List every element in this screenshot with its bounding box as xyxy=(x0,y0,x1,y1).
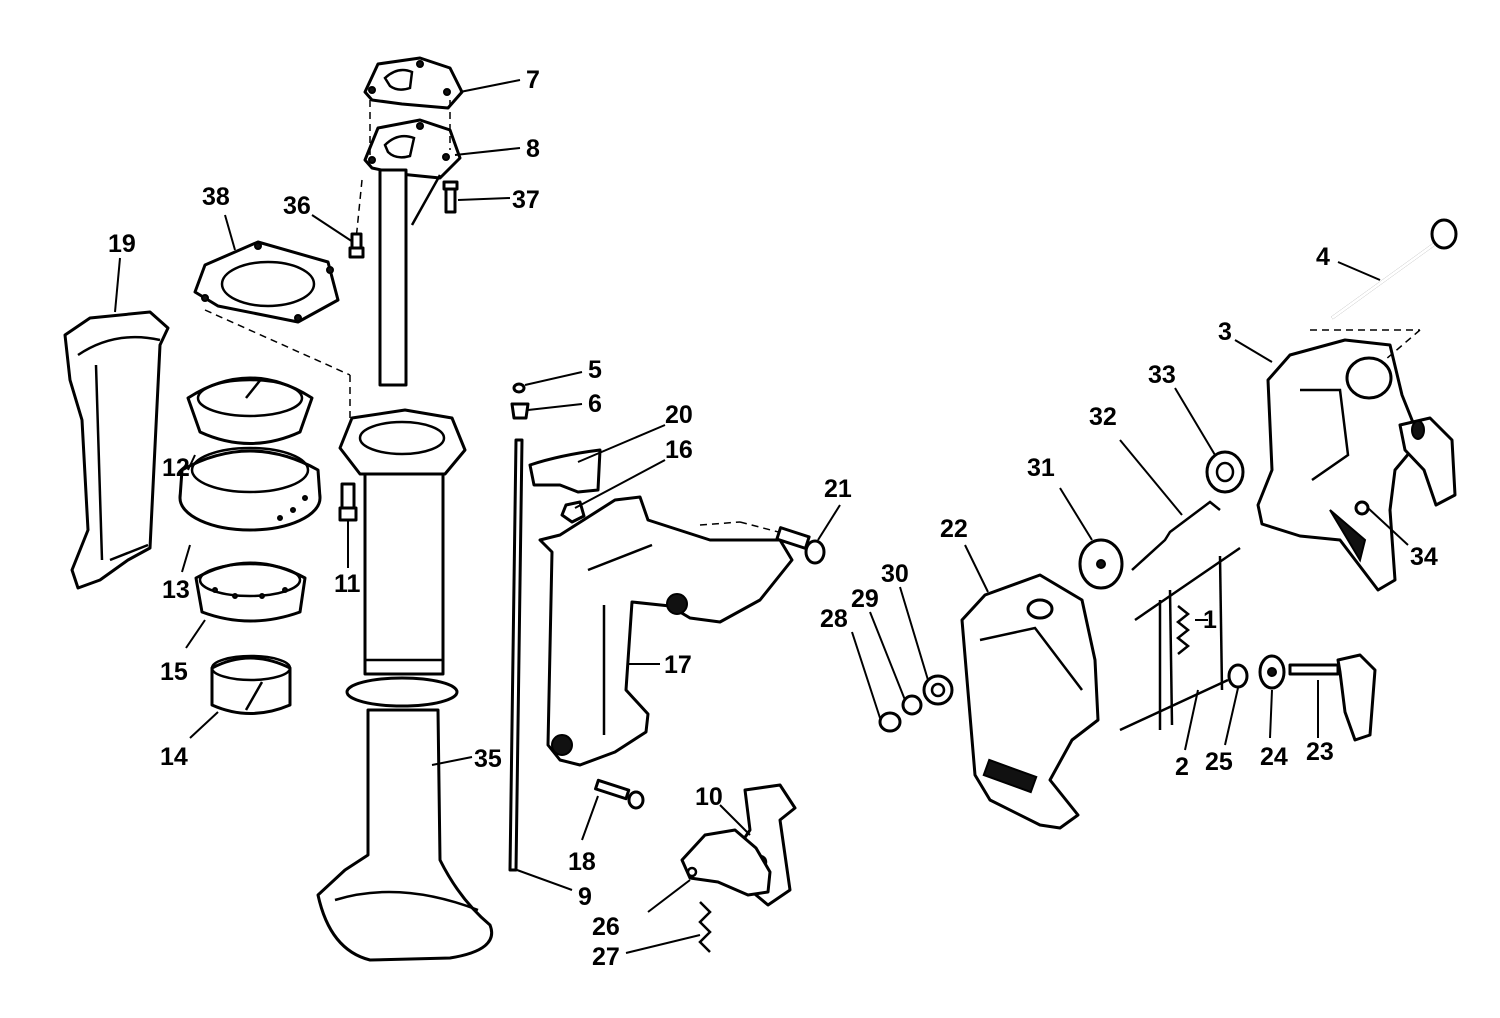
leader-lines xyxy=(114,79,1409,954)
part-29-washer xyxy=(901,694,923,716)
callout-3: 3 xyxy=(1218,318,1232,346)
part-3-clamp-bracket xyxy=(1256,338,1457,592)
part-24-washer xyxy=(1258,654,1286,690)
part-17-swivel-bracket xyxy=(538,495,794,767)
callout-7: 7 xyxy=(526,66,540,94)
callout-31: 31 xyxy=(1027,454,1055,482)
part-6-fitting xyxy=(510,402,530,420)
callout-10: 10 xyxy=(695,783,723,811)
part-14-bushing xyxy=(210,654,292,715)
callout-1: 1 xyxy=(1203,606,1217,634)
callout-14: 14 xyxy=(160,743,188,771)
callout-23: 23 xyxy=(1306,738,1334,766)
part-26-bracket xyxy=(680,828,772,897)
part-9-rod xyxy=(508,438,524,872)
callout-37: 37 xyxy=(512,186,540,214)
part-4-pin xyxy=(1331,218,1458,320)
callout-2: 2 xyxy=(1175,753,1189,781)
callout-5: 5 xyxy=(588,356,602,384)
callout-17: 17 xyxy=(664,651,692,679)
callout-38: 38 xyxy=(202,183,230,211)
part-28-nut xyxy=(878,711,902,733)
callout-25: 25 xyxy=(1205,748,1233,776)
part-23-screw-clamp xyxy=(1288,653,1377,742)
part-2-frame xyxy=(1119,546,1241,732)
callout-6: 6 xyxy=(588,390,602,418)
callout-35: 35 xyxy=(474,745,502,773)
part-31-disc xyxy=(1078,538,1124,590)
callout-24: 24 xyxy=(1260,743,1288,771)
callout-20: 20 xyxy=(665,401,693,429)
part-27-spring xyxy=(698,901,712,953)
callout-4: 4 xyxy=(1316,243,1330,271)
callout-22: 22 xyxy=(940,515,968,543)
callout-12: 12 xyxy=(162,454,190,482)
callout-21: 21 xyxy=(824,475,852,503)
part-8-plate xyxy=(363,118,462,180)
part-37-screw xyxy=(442,180,459,214)
part-21-bolt xyxy=(775,526,826,565)
callout-32: 32 xyxy=(1089,403,1117,431)
callout-19: 19 xyxy=(108,230,136,258)
part-36-screw xyxy=(348,232,365,259)
tube-upper xyxy=(378,168,442,387)
callout-11: 11 xyxy=(334,570,361,598)
callout-36: 36 xyxy=(283,192,311,220)
part-12-ring xyxy=(186,376,314,445)
callout-15: 15 xyxy=(160,658,188,686)
part-32-spring xyxy=(1131,500,1221,571)
part-33-cap xyxy=(1205,450,1245,494)
callout-9: 9 xyxy=(578,883,592,911)
callout-30: 30 xyxy=(881,560,909,588)
callout-34: 34 xyxy=(1410,543,1438,571)
part-35-drive-housing xyxy=(316,408,493,962)
callout-8: 8 xyxy=(526,135,540,163)
part-15-ring xyxy=(194,561,307,623)
callout-29: 29 xyxy=(851,585,879,613)
part-30-bushing xyxy=(922,674,954,706)
callout-27: 27 xyxy=(592,943,620,971)
callout-labels: 1 2 3 4 5 6 7 8 9 10 11 12 13 14 15 16 1… xyxy=(108,66,1438,971)
part-1-spring xyxy=(1175,605,1191,655)
callout-16: 16 xyxy=(665,436,693,464)
part-22-clamp-bracket xyxy=(960,573,1100,830)
part-38-gasket xyxy=(193,240,340,324)
part-13-ring xyxy=(178,446,322,532)
part-34-screw xyxy=(1354,500,1370,516)
part-5-small-nut xyxy=(512,382,526,394)
callout-18: 18 xyxy=(568,848,596,876)
callout-28: 28 xyxy=(820,605,848,633)
callout-26: 26 xyxy=(592,913,620,941)
part-18-screw xyxy=(594,778,645,810)
part-25-nut xyxy=(1227,663,1249,689)
part-11-screw xyxy=(338,482,358,522)
callout-33: 33 xyxy=(1148,361,1176,389)
callout-13: 13 xyxy=(162,576,190,604)
part-7-top-plate xyxy=(363,56,464,110)
part-19-housing xyxy=(63,310,170,590)
